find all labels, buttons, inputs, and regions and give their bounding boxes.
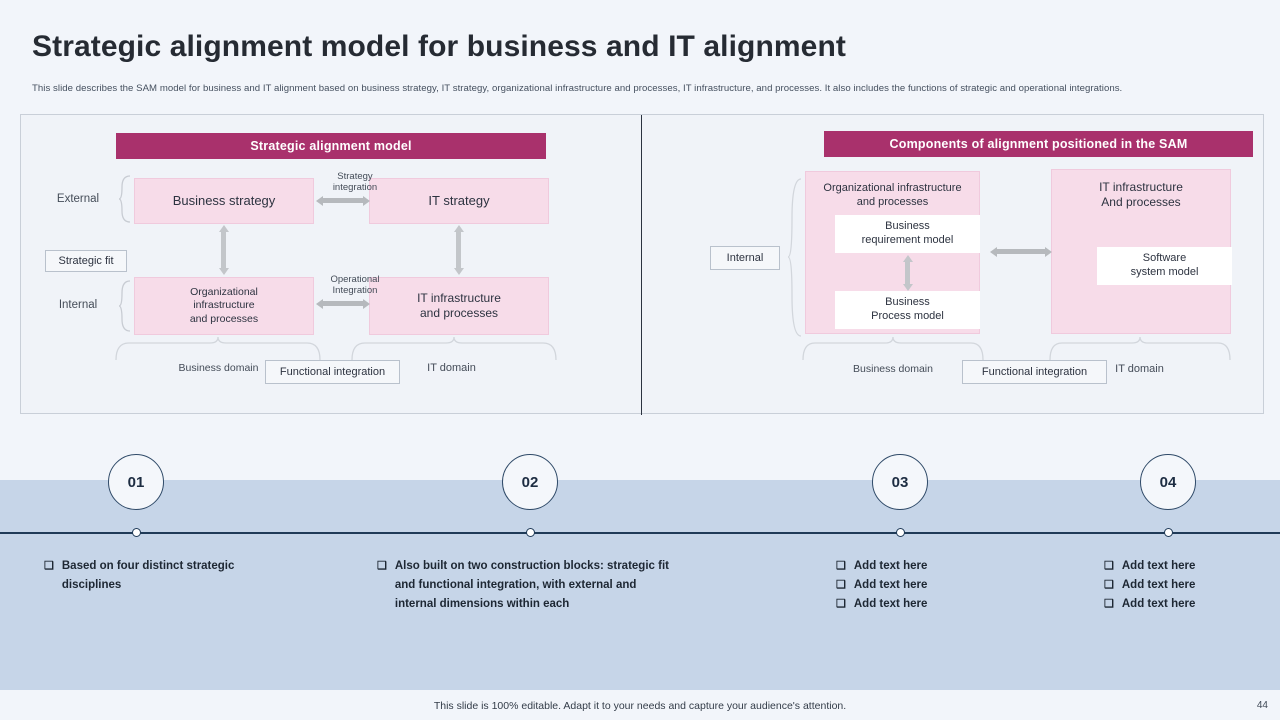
- checkbox-icon: ❑: [1104, 578, 1114, 591]
- list-item-label: Add text here: [1121, 578, 1196, 591]
- list-item-label: Add text here: [853, 597, 928, 610]
- step-list-03: ❑ Add text here ❑ Add text here ❑ Add te…: [836, 557, 1036, 614]
- step-number-04: 04: [1140, 454, 1196, 510]
- arrow-strategy-integration: [316, 195, 370, 206]
- label-business-domain-right: Business domain: [853, 363, 933, 375]
- tag-functional-integration-left: Functional integration: [265, 360, 400, 384]
- list-item-label: Add text here: [1121, 560, 1196, 572]
- left-panel-title: Strategic alignment model: [116, 133, 546, 159]
- step-number-01: 01: [108, 454, 164, 510]
- step-dot-03: [896, 528, 905, 537]
- arrow-domains-horizontal: [990, 246, 1052, 257]
- arrow-business-models-vertical: [902, 255, 913, 291]
- tag-strategic-fit: Strategic fit: [45, 250, 127, 272]
- step-dot-04: [1164, 528, 1173, 537]
- list-item-label: Based on four distinct strategic discipl…: [61, 560, 235, 591]
- checkbox-icon: ❑: [836, 597, 846, 610]
- panel-divider: [641, 115, 642, 415]
- list-item: ❑ Add text here: [836, 576, 1036, 595]
- box-business-requirement-model: Business requirement model: [835, 215, 980, 253]
- step-list-01: ❑ Based on four distinct strategic disci…: [44, 557, 274, 595]
- page-title: Strategic alignment model for business a…: [32, 30, 846, 63]
- diagram-panels: Strategic alignment model External Inter…: [20, 114, 1264, 415]
- right-panel: Components of alignment positioned in th…: [642, 115, 1264, 415]
- it-domain-brace: [351, 337, 557, 361]
- list-item: ❑ Add text here: [836, 557, 1036, 576]
- internal-brace: [119, 280, 131, 332]
- tag-functional-integration-right: Functional integration: [962, 360, 1107, 384]
- timeline-band: [0, 480, 1280, 690]
- step-dot-01: [132, 528, 141, 537]
- list-item: ❑ Based on four distinct strategic disci…: [44, 557, 274, 595]
- checkbox-icon: ❑: [377, 560, 387, 572]
- step-dot-02: [526, 528, 535, 537]
- step-number-03: 03: [872, 454, 928, 510]
- it-domain-brace-right: [1049, 337, 1231, 361]
- label-it-domain-right: IT domain: [1115, 363, 1164, 375]
- list-item: ❑ Also built on two construction blocks:…: [377, 557, 677, 614]
- timeline-axis: [0, 532, 1280, 534]
- page-number: 44: [1256, 700, 1268, 711]
- left-panel: Strategic alignment model External Inter…: [21, 115, 641, 415]
- box-business-process-model: Business Process model: [835, 291, 980, 329]
- checkbox-icon: ❑: [44, 560, 54, 572]
- right-panel-title: Components of alignment positioned in th…: [824, 131, 1253, 157]
- label-strategy-integration: Strategy integration: [332, 171, 378, 194]
- arrow-operational-integration: [316, 298, 370, 309]
- list-item: ❑ Add text here: [836, 595, 1036, 614]
- internal-brace-right: [788, 178, 802, 338]
- arrow-business-vertical: [218, 225, 229, 275]
- list-item: ❑ Add text here: [1104, 557, 1280, 576]
- box-business-strategy: Business strategy: [134, 178, 314, 224]
- box-it-strategy: IT strategy: [369, 178, 549, 224]
- step-list-02: ❑ Also built on two construction blocks:…: [377, 557, 677, 614]
- tag-internal-right: Internal: [710, 246, 780, 270]
- business-domain-brace: [115, 337, 321, 361]
- label-business-domain-left: Business domain: [178, 362, 259, 374]
- checkbox-icon: ❑: [1104, 597, 1114, 610]
- box-organizational-infrastructure: Organizational infrastructure and proces…: [134, 277, 314, 335]
- list-item-label: Add text here: [853, 578, 928, 591]
- list-item: ❑ Add text here: [1104, 595, 1280, 614]
- step-list-04: ❑ Add text here ❑ Add text here ❑ Add te…: [1104, 557, 1280, 614]
- list-item-label: Add text here: [853, 560, 928, 572]
- checkbox-icon: ❑: [1104, 560, 1114, 572]
- checkbox-icon: ❑: [836, 560, 846, 572]
- external-brace: [119, 175, 131, 223]
- box-it-infrastructure: IT infrastructure and processes: [369, 277, 549, 335]
- label-it-domain-left: IT domain: [427, 362, 476, 374]
- business-domain-brace-right: [802, 337, 984, 361]
- list-item-label: Also built on two construction blocks: s…: [394, 560, 669, 610]
- step-number-02: 02: [502, 454, 558, 510]
- label-internal: Internal: [58, 299, 98, 311]
- footer-note: This slide is 100% editable. Adapt it to…: [433, 700, 847, 712]
- arrow-it-vertical: [453, 225, 464, 275]
- list-item: ❑ Add text here: [1104, 576, 1280, 595]
- label-operational-integration: Operational Integration: [330, 274, 380, 297]
- checkbox-icon: ❑: [836, 578, 846, 591]
- list-item-label: Add text here: [1121, 597, 1196, 610]
- page-subtitle: This slide describes the SAM model for b…: [32, 83, 1123, 94]
- box-software-system-model: Software system model: [1097, 247, 1232, 285]
- label-external: External: [56, 193, 100, 205]
